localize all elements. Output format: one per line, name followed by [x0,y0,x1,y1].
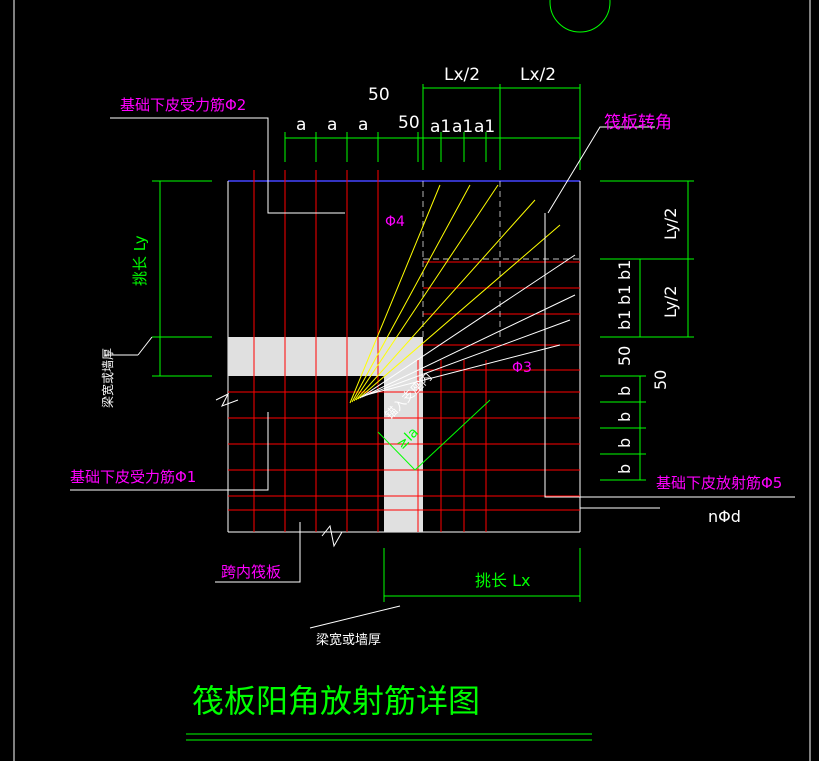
dim-a1-3: a1 [474,117,495,137]
dimension-lines [152,84,694,602]
dim-top-50-a: 50 [368,85,390,105]
label-n-phi-d: nΦd [708,507,741,526]
radial-bar [349,184,441,404]
label-phi3: Φ3 [512,360,532,376]
dim-right-50-a: 50 [615,346,634,366]
label-cantilever-ly: 挑长 Ly [131,235,149,286]
label-raft-corner: 筏板转角 [604,113,672,133]
radial-bar [361,294,576,398]
label-bottom-bar-1: 基础下皮受力筋Φ1 [70,468,196,486]
break-symbol-bottom [321,524,343,548]
radial-bar [359,254,576,399]
label-cantilever-lx: 挑长 Lx [475,571,530,590]
label-bottom-bar-2: 基础下皮受力筋Φ2 [120,96,246,114]
radial-bar [353,184,499,402]
label-span-raft: 跨内筏板 [221,563,281,581]
radial-bar [363,319,571,397]
leader-lines [70,117,795,741]
radial-bar [357,224,561,400]
dim-top-50-b: 50 [398,113,420,133]
dim-b-4: b [615,464,634,474]
dim-a1-1: a1 [430,117,451,137]
dim-b1-3: b1 [615,310,634,330]
dim-a-2: a [327,115,337,135]
radial-bar [351,184,471,403]
dim-lx-half-2: Lx/2 [520,65,556,85]
dim-a-3: a [358,115,368,135]
label-radial-bar-5: 基础下皮放射筋Φ5 [656,474,782,492]
corner-dashed-grid [422,181,580,337]
dim-b-3: b [615,438,634,448]
radial-bars [349,184,576,404]
dim-right-50-b: 50 [651,370,670,390]
label-beam-width-left: 梁宽或墙厚 [100,348,115,408]
top-circle [549,0,611,33]
dim-lx-half-1: Lx/2 [444,65,480,85]
radial-bar [355,199,536,401]
bottom-bars-vertical [253,170,487,532]
dim-a-1: a [296,115,306,135]
dim-b1-1: b1 [615,260,634,280]
dim-b-1: b [615,386,634,396]
dim-a1-2: a1 [452,117,473,137]
break-symbol-left [215,392,239,407]
dim-b-2: b [615,412,634,422]
bottom-bars-horizontal [228,261,580,511]
label-beam-width-bottom: 梁宽或墙厚 [316,632,381,648]
label-phi4: Φ4 [385,214,405,230]
dim-ly-half-1: Ly/2 [661,208,680,240]
radial-bar [365,344,561,396]
drawing-title: 筏板阳角放射筋详图 [192,682,480,720]
dim-b1-2: b1 [615,285,634,305]
dim-ly-half-2: Ly/2 [661,286,680,318]
